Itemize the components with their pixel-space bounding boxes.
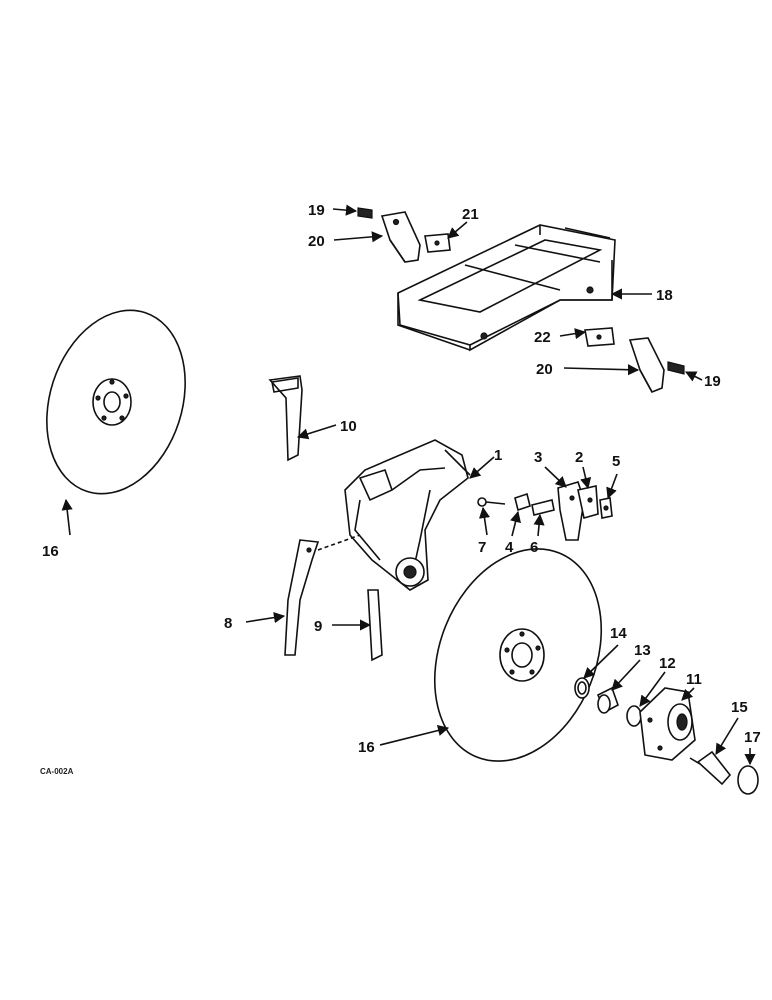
callout-18: 18: [656, 287, 673, 304]
callout-19-upper: 19: [308, 202, 325, 219]
callout-20-upper: 20: [308, 233, 325, 250]
plate-part-21: [424, 233, 451, 253]
hub-part-11: [639, 687, 696, 761]
scraper-part-8: [284, 539, 320, 656]
cup-part-12: [626, 705, 642, 727]
callout-6: 6: [530, 539, 538, 556]
callout-2: 2: [575, 449, 583, 466]
callout-15: 15: [731, 699, 748, 716]
callout-16-right: 16: [358, 739, 375, 756]
seal-part-14: [574, 677, 590, 699]
callout-7: 7: [478, 539, 486, 556]
bolt-part-19-upper: [357, 207, 373, 219]
callout-9: 9: [314, 618, 322, 635]
bolt-part-15: [689, 750, 732, 786]
bolt-part-19-lower: [667, 361, 685, 375]
callout-14: 14: [610, 625, 627, 642]
drawing-code: CA-002A: [40, 767, 74, 776]
bolt-part-7: [477, 497, 506, 507]
nut-part-4: [514, 492, 531, 512]
callout-12: 12: [659, 655, 676, 672]
blade-part-9: [367, 589, 383, 662]
callout-19-lower: 19: [704, 373, 721, 390]
callout-13: 13: [634, 642, 651, 659]
leader-lines: [61, 204, 756, 766]
callout-21: 21: [462, 206, 479, 223]
cap-part-17: [737, 765, 759, 795]
callout-20-lower: 20: [536, 361, 553, 378]
disc-part-16-right: [433, 548, 603, 762]
bracket-part-20-upper: [380, 211, 421, 263]
callout-11: 11: [686, 671, 702, 688]
callout-16-left: 16: [42, 543, 59, 560]
bracket-part-20-lower: [628, 337, 665, 394]
callout-22: 22: [534, 329, 551, 346]
washer-part-5: [599, 497, 613, 519]
tube-part-10: [268, 375, 303, 462]
plate-part-3: [557, 481, 585, 541]
callout-1: 1: [494, 447, 502, 464]
callout-17: 17: [744, 729, 761, 746]
frame-part-18: [397, 224, 616, 352]
disc-part-16-left: [46, 309, 186, 495]
callout-3: 3: [534, 449, 542, 466]
callout-5: 5: [612, 453, 620, 470]
callout-4: 4: [505, 539, 514, 556]
callout-8: 8: [224, 615, 232, 632]
plate-part-22: [584, 327, 615, 347]
bolt-part-6: [531, 499, 555, 516]
bearing-part-13: [596, 686, 619, 714]
callout-10: 10: [340, 418, 357, 435]
casting-part-1: [344, 439, 471, 591]
callout-labels: 1 2 3 4 5 6 7 8 9 10 11 12 13 14 15 16 1…: [40, 202, 761, 776]
